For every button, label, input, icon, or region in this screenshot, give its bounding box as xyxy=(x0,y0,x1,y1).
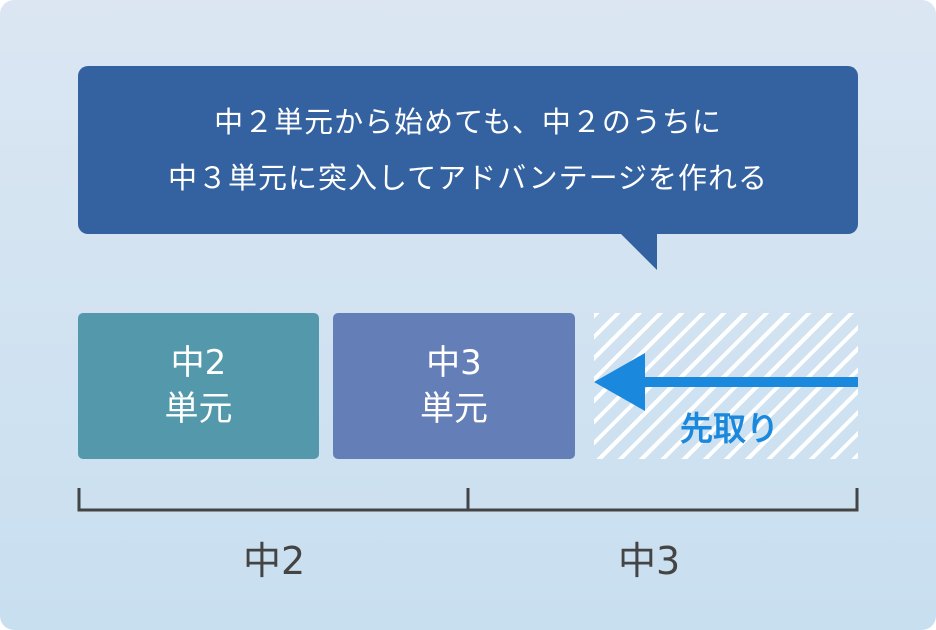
bubble-line-1: 中２単元から始めても、中２のうちに xyxy=(214,105,722,139)
axis-label-grade3: 中3 xyxy=(618,539,681,583)
box-label: 中2 xyxy=(170,343,227,383)
axis-label-grade2: 中2 xyxy=(243,539,306,583)
box-label: 中3 xyxy=(426,343,482,383)
advance-label: 先取り xyxy=(680,409,779,448)
box-label: 単元 xyxy=(164,389,233,429)
arrow-left-icon xyxy=(594,353,645,411)
speech-bubble: 中２単元から始めても、中２のうちに 中３単元に突入してアドバンテージを作れる xyxy=(78,66,858,234)
grade2-unit-box: 中2 単元 xyxy=(78,313,319,459)
arrow-shaft xyxy=(640,377,858,387)
bubble-line-2: 中３単元に突入してアドバンテージを作れる xyxy=(167,161,768,195)
grade3-unit-box: 中3 単元 xyxy=(333,313,575,459)
box-label: 単元 xyxy=(420,389,488,429)
bubble-tail xyxy=(620,233,657,270)
timeline-bracket xyxy=(77,488,859,512)
